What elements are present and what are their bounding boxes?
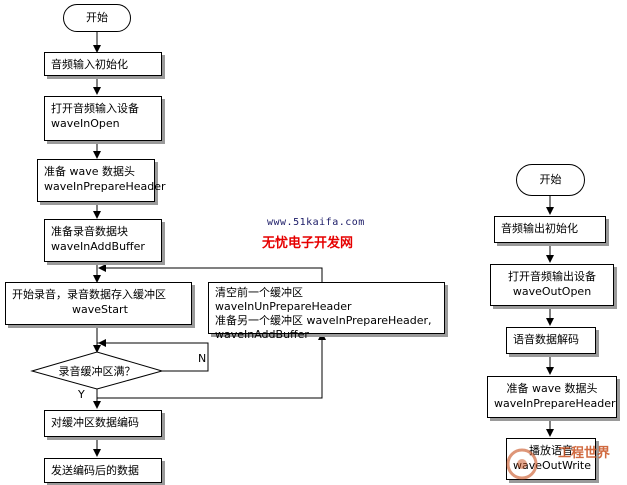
box-start-recording: 开始录音，录音数据存入缓冲区 waveStart — [5, 282, 192, 325]
box-text-line: waveInPrepareHeader — [44, 180, 166, 193]
start-label: 开始 — [539, 173, 562, 186]
box-text-line: waveInOpen — [51, 117, 120, 130]
no-label: N — [198, 352, 207, 365]
decision-text: 录音缓冲区满？ — [59, 364, 136, 378]
box-text-line: 打开音频输入设备 — [51, 102, 139, 115]
start-terminal-right: 开始 — [516, 164, 585, 196]
box-prepare-header-left: 准备 wave 数据头 waveInPrepareHeader — [37, 159, 166, 202]
box-text-line: waveInAddBuffer — [51, 240, 145, 253]
box-text-line: waveOutOpen — [512, 285, 592, 298]
box-text-line: 准备另一个缓冲区 waveInPrepareHeader, — [215, 314, 432, 327]
site-logo: 工程世界 — [500, 438, 625, 484]
box-play-voice: 播放语音 waveOutWrite — [506, 438, 596, 480]
gear-icon — [506, 448, 538, 480]
box-prepare-header-right: 准备 wave 数据头 waveInPrepareHeader — [487, 376, 617, 418]
box-text-line: 准备 wave 数据头 — [506, 382, 598, 395]
watermark-url: www.51kaifa.com — [267, 217, 365, 228]
box-text: 音频输入初始化 — [51, 58, 128, 71]
box-text: 发送编码后的数据 — [51, 464, 139, 477]
box-text: 语音数据解码 — [513, 333, 579, 346]
yes-label: Y — [78, 388, 85, 401]
start-label: 开始 — [86, 11, 108, 24]
box-text-line: waveOutWrite — [513, 459, 591, 472]
box-text-line: waveInPrepareHeader — [494, 397, 616, 410]
box-open-input-device: 打开音频输入设备 waveInOpen — [44, 96, 162, 141]
box-send-encoded: 发送编码后的数据 — [44, 458, 162, 483]
box-clear-buffer: 清空前一个缓冲区 waveInUnPrepareHeader 准备另一个缓冲区 … — [208, 282, 445, 341]
box-text-line: waveInAddBuffer — [215, 328, 309, 341]
box-text-line: 打开音频输出设备 — [508, 270, 596, 283]
arrow-no-loop — [97, 342, 209, 372]
arrow-yes-to-clear — [97, 335, 323, 399]
box-text-line: 准备录音数据块 — [51, 225, 128, 238]
box-open-output-device: 打开音频输出设备 waveOutOpen — [490, 264, 614, 306]
box-text: 音频输出初始化 — [501, 222, 578, 235]
start-terminal-left: 开始 — [63, 4, 131, 32]
box-decode-voice: 语音数据解码 — [506, 327, 596, 354]
box-text: 对缓冲区数据编码 — [51, 416, 139, 429]
logo-text: 工程世界 — [558, 446, 611, 461]
box-text-line: 播放语音 — [529, 444, 573, 457]
box-prepare-block: 准备录音数据块 waveInAddBuffer — [44, 219, 162, 262]
box-text-line: 清空前一个缓冲区 waveInUnPrepareHeader — [215, 286, 352, 313]
box-text-line: 准备 wave 数据头 — [44, 165, 136, 178]
box-encode-buffer: 对缓冲区数据编码 — [44, 410, 162, 437]
box-audio-input-init: 音频输入初始化 — [44, 52, 162, 76]
box-audio-output-init: 音频输出初始化 — [494, 216, 606, 243]
box-text-line: waveStart — [72, 303, 128, 316]
box-text-line: 开始录音，录音数据存入缓冲区 — [12, 288, 166, 301]
decision-diamond — [30, 351, 164, 390]
arrow-clear-to-record — [99, 267, 323, 282]
watermark-name: 无忧电子开发网 — [262, 236, 354, 251]
